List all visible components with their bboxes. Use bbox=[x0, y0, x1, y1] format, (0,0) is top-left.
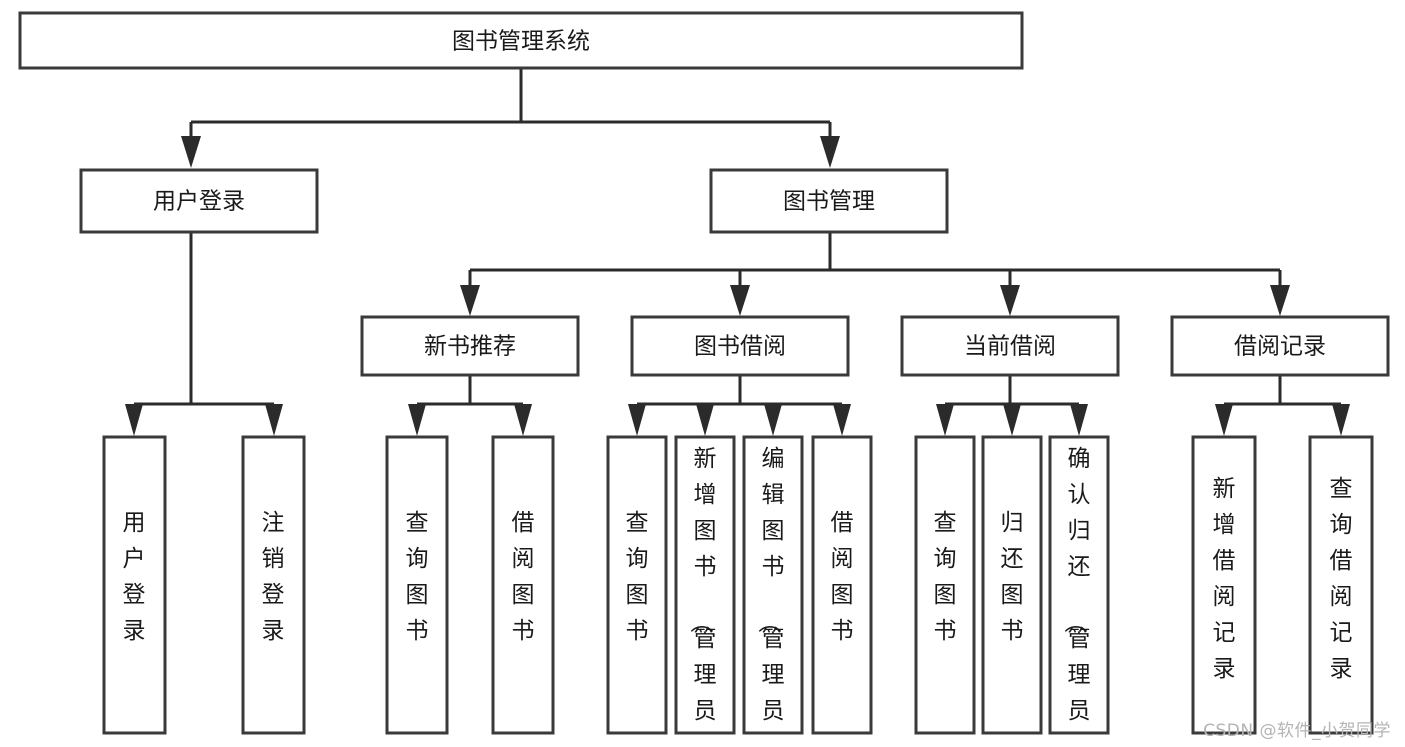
node-borrow-record[interactable]: 借阅记录 bbox=[1170, 315, 1390, 377]
arrow-head-leaf-add-record bbox=[1215, 404, 1233, 436]
arrow-head-leaf-query-record bbox=[1332, 404, 1350, 436]
node-leaf-query-book-1[interactable]: 查询图书 bbox=[385, 435, 449, 735]
node-leaf-logout-label: 注销登录 bbox=[262, 510, 285, 644]
node-leaf-add-record-label: 新增借阅记录 bbox=[1213, 476, 1236, 682]
node-leaf-user-login[interactable]: 用户登录 bbox=[102, 435, 167, 735]
node-leaf-query-book-3-box[interactable] bbox=[914, 435, 976, 735]
arrow-head-leaf-borrow-book-1 bbox=[514, 404, 532, 436]
node-leaf-edit-book-label: 编辑图书（管理员） bbox=[756, 446, 785, 747]
node-leaf-edit-book[interactable]: 编辑图书（管理员） bbox=[742, 435, 804, 747]
connector-group-book-borrow bbox=[628, 375, 851, 436]
node-book-management-label: 图书管理 bbox=[783, 189, 875, 215]
arrow-head-leaf-edit-book bbox=[764, 404, 782, 436]
node-new-book-recommend[interactable]: 新书推荐 bbox=[360, 315, 580, 377]
node-user-login-label: 用户登录 bbox=[153, 189, 245, 215]
node-root-label: 图书管理系统 bbox=[452, 29, 590, 55]
node-borrow-record-box[interactable] bbox=[1170, 315, 1390, 377]
node-leaf-return-book-box[interactable] bbox=[981, 435, 1043, 735]
node-root[interactable]: 图书管理系统 bbox=[18, 11, 1024, 70]
node-leaf-borrow-book-2-label: 借阅图书 bbox=[831, 510, 854, 644]
connector-group-user-login bbox=[125, 232, 283, 436]
node-leaf-query-book-3[interactable]: 查询图书 bbox=[914, 435, 976, 735]
node-leaf-logout-box[interactable] bbox=[241, 435, 306, 735]
node-leaf-edit-book-box[interactable] bbox=[742, 435, 804, 735]
connector-group-borrow-record bbox=[1215, 375, 1350, 436]
node-leaf-borrow-book-2[interactable]: 借阅图书 bbox=[811, 435, 873, 735]
node-leaf-borrow-book-2-box[interactable] bbox=[811, 435, 873, 735]
connector-group-root bbox=[181, 68, 840, 168]
arrow-head-user-login bbox=[181, 136, 201, 168]
arrow-head-leaf-query-book-3 bbox=[936, 404, 954, 436]
connector-group-new-book-recommend bbox=[408, 375, 532, 436]
arrow-head-leaf-user-login bbox=[125, 404, 143, 436]
node-book-borrow-box[interactable] bbox=[630, 315, 850, 377]
node-leaf-add-book-label: 新增图书（管理员） bbox=[688, 446, 717, 747]
node-current-borrow[interactable]: 当前借阅 bbox=[900, 315, 1120, 377]
node-root-box[interactable] bbox=[18, 11, 1024, 70]
arrow-head-new-book-recommend bbox=[460, 285, 480, 316]
node-leaf-user-login-label: 用户登录 bbox=[123, 510, 146, 644]
node-book-management-box[interactable] bbox=[709, 168, 949, 234]
arrow-head-leaf-confirm-return bbox=[1070, 404, 1088, 436]
node-leaf-query-book-1-box[interactable] bbox=[385, 435, 449, 735]
node-leaf-confirm-return-label: 确认归还（管理员） bbox=[1062, 446, 1091, 747]
arrow-head-leaf-borrow-book-2 bbox=[833, 404, 851, 436]
node-current-borrow-box[interactable] bbox=[900, 315, 1120, 377]
arrow-head-book-management bbox=[820, 136, 840, 168]
node-leaf-confirm-return-box[interactable] bbox=[1048, 435, 1110, 735]
node-current-borrow-label: 当前借阅 bbox=[964, 334, 1056, 360]
node-leaf-borrow-book-1-box[interactable] bbox=[491, 435, 555, 735]
node-leaf-add-book[interactable]: 新增图书（管理员） bbox=[674, 435, 736, 747]
node-book-borrow-label: 图书借阅 bbox=[694, 334, 786, 360]
node-leaf-query-record-label: 查询借阅记录 bbox=[1330, 476, 1353, 682]
node-leaf-borrow-book-1[interactable]: 借阅图书 bbox=[491, 435, 555, 735]
node-leaf-add-book-box[interactable] bbox=[674, 435, 736, 735]
node-leaf-query-record[interactable]: 查询借阅记录 bbox=[1308, 435, 1374, 735]
node-leaf-add-record-box[interactable] bbox=[1191, 435, 1257, 735]
node-leaf-query-book-2-box[interactable] bbox=[606, 435, 668, 735]
connector-group-book-management bbox=[460, 232, 1290, 316]
node-leaf-return-book-label: 归还图书 bbox=[1001, 510, 1024, 644]
node-leaf-user-login-box[interactable] bbox=[102, 435, 167, 735]
node-borrow-record-label: 借阅记录 bbox=[1234, 334, 1326, 360]
arrow-head-leaf-add-book bbox=[696, 404, 714, 436]
node-leaf-confirm-return[interactable]: 确认归还（管理员） bbox=[1048, 435, 1110, 747]
node-user-login-box[interactable] bbox=[79, 168, 319, 234]
node-user-login[interactable]: 用户登录 bbox=[79, 168, 319, 234]
arrow-head-leaf-return-book bbox=[1003, 404, 1021, 436]
node-leaf-query-book-3-label: 查询图书 bbox=[934, 510, 957, 644]
node-leaf-query-book-2-label: 查询图书 bbox=[626, 510, 649, 644]
node-new-book-recommend-box[interactable] bbox=[360, 315, 580, 377]
node-new-book-recommend-label: 新书推荐 bbox=[424, 334, 516, 360]
connector-group-current-borrow bbox=[936, 375, 1088, 436]
node-leaf-borrow-book-1-label: 借阅图书 bbox=[512, 510, 535, 644]
arrow-head-leaf-logout bbox=[265, 404, 283, 436]
node-leaf-query-record-box[interactable] bbox=[1308, 435, 1374, 735]
arrow-head-leaf-query-book-1 bbox=[408, 404, 426, 436]
node-book-borrow[interactable]: 图书借阅 bbox=[630, 315, 850, 377]
arrow-head-current-borrow bbox=[1000, 285, 1020, 316]
node-leaf-add-record[interactable]: 新增借阅记录 bbox=[1191, 435, 1257, 735]
node-leaf-return-book[interactable]: 归还图书 bbox=[981, 435, 1043, 735]
arrow-head-borrow-record bbox=[1270, 285, 1290, 316]
arrow-head-book-borrow bbox=[730, 285, 750, 316]
arrow-head-leaf-query-book-2 bbox=[628, 404, 646, 436]
node-leaf-query-book-2[interactable]: 查询图书 bbox=[606, 435, 668, 735]
node-leaf-query-book-1-label: 查询图书 bbox=[406, 510, 429, 644]
node-book-management[interactable]: 图书管理 bbox=[709, 168, 949, 234]
node-leaf-logout[interactable]: 注销登录 bbox=[241, 435, 306, 735]
